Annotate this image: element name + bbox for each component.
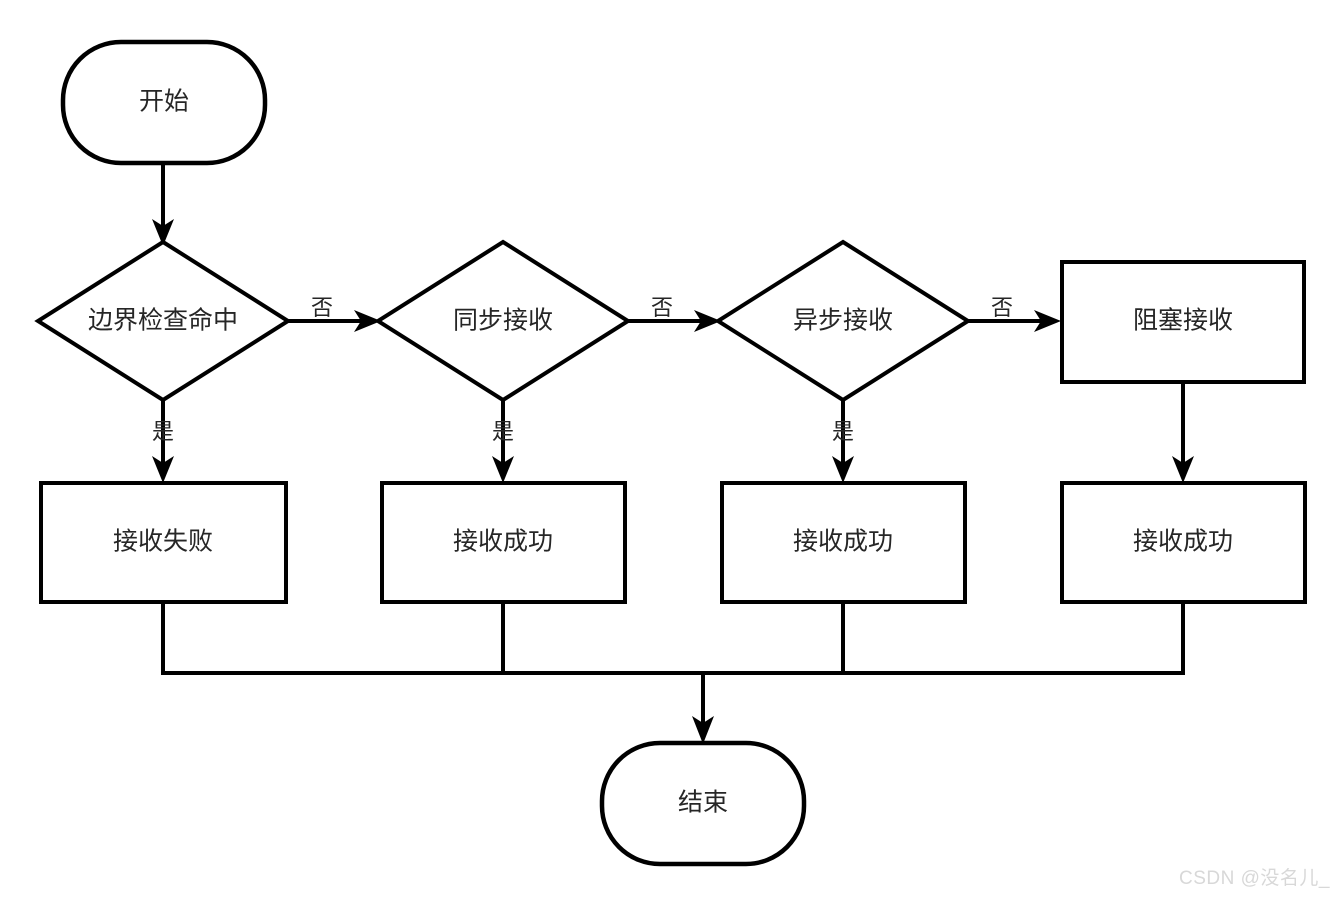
node-decision-boundary-label: 边界检查命中 [88, 307, 238, 335]
node-decision-boundary[interactable]: 边界检查命中 [34, 239, 292, 403]
node-result-ok-sync-label: 接收成功 [453, 528, 553, 556]
node-process-blocking-shape[interactable] [1060, 260, 1306, 384]
node-end[interactable]: 结束 [599, 740, 807, 867]
node-start[interactable]: 开始 [60, 39, 268, 166]
arrow-head-icon [492, 456, 514, 483]
node-decision-async-label: 异步接收 [793, 307, 893, 335]
edge-results-merge-bus [161, 602, 1185, 675]
arrow-head-icon [152, 219, 174, 246]
edge-start-to-boundary [152, 163, 174, 246]
edge-sync-no-to-async: 否 [628, 295, 721, 332]
node-decision-boundary-shape[interactable] [34, 239, 292, 403]
edge-merge-to-end [692, 673, 714, 744]
node-decision-async[interactable]: 异步接收 [714, 239, 972, 403]
arrow-head-icon [694, 310, 721, 332]
node-result-ok-async-shape[interactable] [720, 481, 967, 604]
node-process-blocking[interactable]: 阻塞接收 [1060, 260, 1306, 384]
node-start-label: 开始 [139, 88, 189, 116]
arrow-head-icon [152, 456, 174, 483]
node-result-fail[interactable]: 接收失败 [39, 481, 288, 604]
node-result-ok-blocking[interactable]: 接收成功 [1060, 481, 1307, 604]
edge-boundary-yes-to-fail: 是 [152, 400, 174, 483]
node-end-shape[interactable] [599, 740, 807, 867]
node-result-ok-blocking-label: 接收成功 [1133, 528, 1233, 556]
node-result-ok-sync-shape[interactable] [380, 481, 627, 604]
edge-label-sync-yes: 是 [492, 419, 514, 444]
node-result-fail-shape[interactable] [39, 481, 288, 604]
edge-sync-yes-to-ok: 是 [492, 400, 514, 483]
arrow-head-icon [832, 456, 854, 483]
node-decision-sync[interactable]: 同步接收 [374, 239, 632, 403]
edge-label-sync-no: 否 [651, 295, 673, 320]
node-decision-sync-shape[interactable] [374, 239, 632, 403]
csdn-watermark: CSDN @没名儿_ [1179, 868, 1330, 889]
arrow-head-icon [354, 310, 381, 332]
node-result-ok-async-label: 接收成功 [793, 528, 893, 556]
edge-async-yes-to-ok: 是 [832, 400, 854, 483]
edge-boundary-no-to-sync: 否 [288, 295, 381, 332]
node-result-ok-blocking-shape[interactable] [1060, 481, 1307, 604]
node-result-ok-async[interactable]: 接收成功 [720, 481, 967, 604]
node-process-blocking-label: 阻塞接收 [1133, 307, 1233, 335]
edge-async-no-to-blocking: 否 [968, 295, 1061, 332]
edge-label-async-no: 否 [991, 295, 1013, 320]
node-start-shape[interactable] [60, 39, 268, 166]
arrow-head-icon [692, 716, 714, 744]
edge-label-async-yes: 是 [832, 419, 854, 444]
node-result-fail-label: 接收失败 [113, 528, 213, 556]
edge-blocking-to-ok [1172, 382, 1194, 483]
node-end-label: 结束 [678, 789, 728, 817]
arrow-head-icon [1034, 310, 1061, 332]
node-result-ok-sync[interactable]: 接收成功 [380, 481, 627, 604]
edge-label-boundary-no: 否 [311, 295, 333, 320]
node-decision-async-shape[interactable] [714, 239, 972, 403]
node-decision-sync-label: 同步接收 [453, 307, 553, 335]
edge-label-boundary-yes: 是 [152, 419, 174, 444]
arrow-head-icon [1172, 456, 1194, 483]
